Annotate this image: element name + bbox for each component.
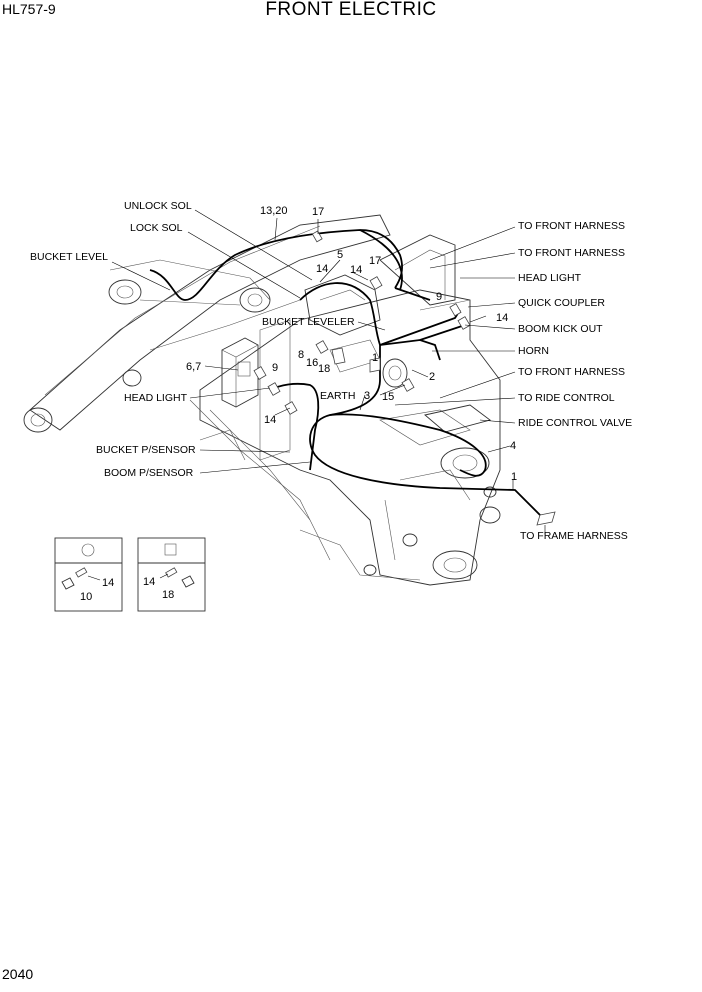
- ride-control-valve: [424, 404, 492, 433]
- horn: [382, 358, 408, 388]
- label-to-front-harness-2: TO FRONT HARNESS: [518, 247, 625, 259]
- label-horn: HORN: [518, 345, 549, 357]
- part-9-left: 9: [272, 362, 279, 374]
- label-ride-control-valve: RIDE CONTROL VALVE: [518, 417, 633, 429]
- label-bucket-leveler: BUCKET LEVELER: [262, 316, 355, 328]
- part-14-right: 14: [496, 312, 509, 324]
- part-18: 18: [318, 363, 331, 375]
- part-16: 16: [306, 357, 319, 369]
- label-to-front-harness-3: TO FRONT HARNESS: [518, 366, 625, 378]
- part-13-20: 13,20: [260, 205, 288, 217]
- head-light-housing: [221, 337, 259, 408]
- detail-box-square: [137, 537, 206, 612]
- detail-square-part-18: 18: [162, 589, 175, 601]
- label-boom-psensor: BOOM P/SENSOR: [104, 467, 194, 479]
- part-9-right: 9: [436, 291, 443, 303]
- detail-square-part-14: 14: [143, 576, 156, 588]
- part-2: 2: [429, 371, 436, 383]
- label-unlock-sol: UNLOCK SOL: [124, 200, 192, 212]
- label-bucket-psensor: BUCKET P/SENSOR: [96, 444, 196, 456]
- label-quick-coupler: QUICK COUPLER: [518, 297, 605, 309]
- label-head-light-right: HEAD LIGHT: [518, 272, 582, 284]
- page-number: 2040: [2, 966, 34, 982]
- connectors: [253, 230, 556, 526]
- part-14-left: 14: [264, 414, 277, 426]
- label-earth: EARTH: [320, 390, 356, 402]
- part-8: 8: [298, 349, 305, 361]
- boom-arm: [23, 214, 391, 433]
- part-1-b: 1: [511, 471, 518, 483]
- label-lock-sol: LOCK SOL: [130, 222, 183, 234]
- label-to-ride-control: TO RIDE CONTROL: [518, 392, 615, 404]
- leader-lines: [111, 209, 546, 534]
- front-frame: [189, 234, 501, 586]
- detail-circle-part-10: 10: [80, 591, 93, 603]
- page-title: FRONT ELECTRIC: [265, 0, 437, 20]
- part-3: 3: [364, 390, 371, 402]
- part-6-7: 6,7: [186, 361, 202, 373]
- wire-harness: [149, 229, 546, 521]
- label-bucket-level: BUCKET LEVEL: [30, 251, 109, 263]
- label-to-front-harness-1: TO FRONT HARNESS: [518, 220, 625, 232]
- part-15: 15: [382, 391, 395, 403]
- detail-circle-part-14: 14: [102, 577, 115, 589]
- part-14-a: 14: [316, 263, 329, 275]
- bucket-leveler-bracket: [304, 274, 381, 336]
- part-4: 4: [510, 440, 517, 452]
- part-17-b: 17: [369, 255, 382, 267]
- label-boom-kick-out: BOOM KICK OUT: [518, 323, 603, 335]
- part-14-b: 14: [350, 264, 363, 276]
- label-head-light-left: HEAD LIGHT: [124, 392, 188, 404]
- part-17-top: 17: [312, 206, 325, 218]
- detail-box-circle: [54, 537, 123, 612]
- model-code: HL757-9: [2, 1, 56, 17]
- part-1-a: 1: [372, 352, 379, 364]
- part-5: 5: [337, 249, 344, 261]
- label-to-frame-harness: TO FRAME HARNESS: [520, 530, 628, 542]
